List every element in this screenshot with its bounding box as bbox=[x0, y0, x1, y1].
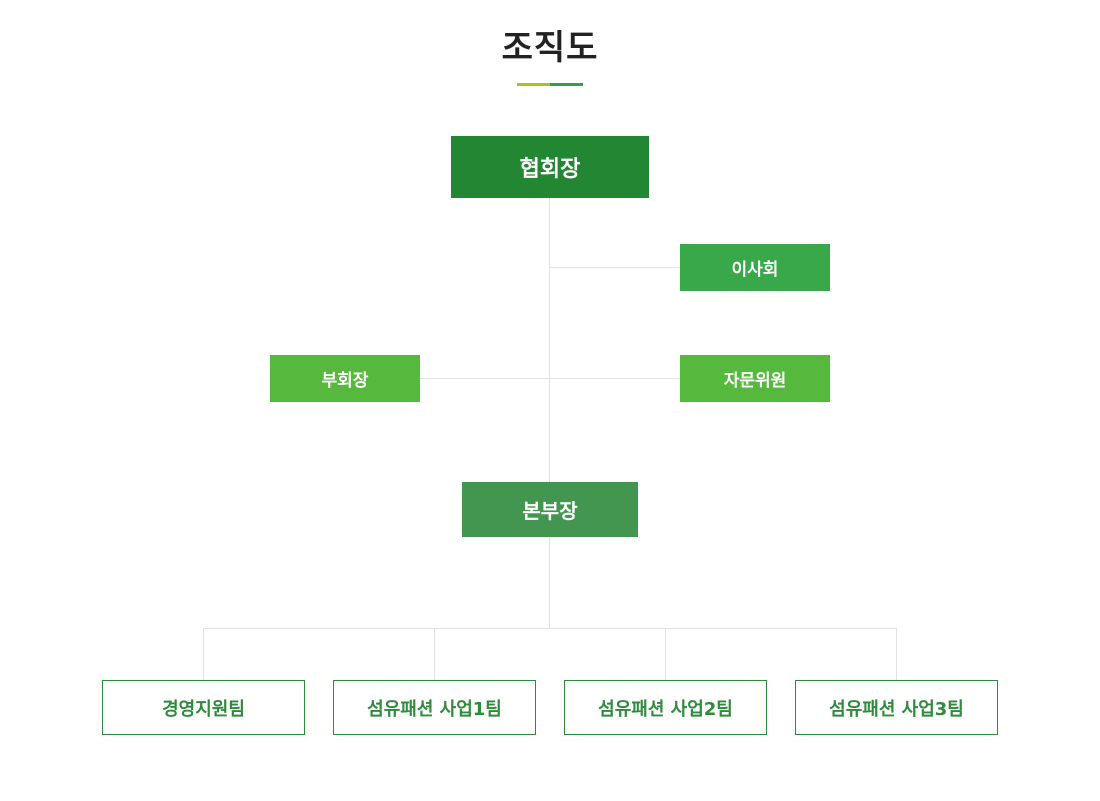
board-box: 이사회 bbox=[680, 244, 830, 291]
team-box-management-support: 경영지원팀 bbox=[102, 680, 305, 735]
connector-team-2 bbox=[434, 628, 435, 680]
team-box-fashion-1: 섬유패션 사업1팀 bbox=[333, 680, 536, 735]
connector-team-4 bbox=[896, 628, 897, 680]
connector-advisory bbox=[550, 378, 681, 379]
connector-vice-president bbox=[419, 378, 550, 379]
connector-teams-horizontal bbox=[203, 628, 897, 629]
connector-team-1 bbox=[203, 628, 204, 680]
director-box: 본부장 bbox=[462, 482, 638, 537]
title-underline-lime bbox=[517, 83, 550, 86]
team-box-fashion-3: 섬유패션 사업3팀 bbox=[795, 680, 998, 735]
vice-president-box: 부회장 bbox=[270, 355, 420, 402]
team-box-fashion-2: 섬유패션 사업2팀 bbox=[564, 680, 767, 735]
title-underline-green bbox=[550, 83, 583, 86]
president-box: 협회장 bbox=[451, 136, 649, 198]
connector-team-3 bbox=[665, 628, 666, 680]
page-title: 조직도 bbox=[501, 28, 599, 68]
advisory-committee-box: 자문위원 bbox=[680, 355, 830, 402]
connector-main-vertical bbox=[549, 198, 550, 628]
connector-board bbox=[550, 267, 681, 268]
